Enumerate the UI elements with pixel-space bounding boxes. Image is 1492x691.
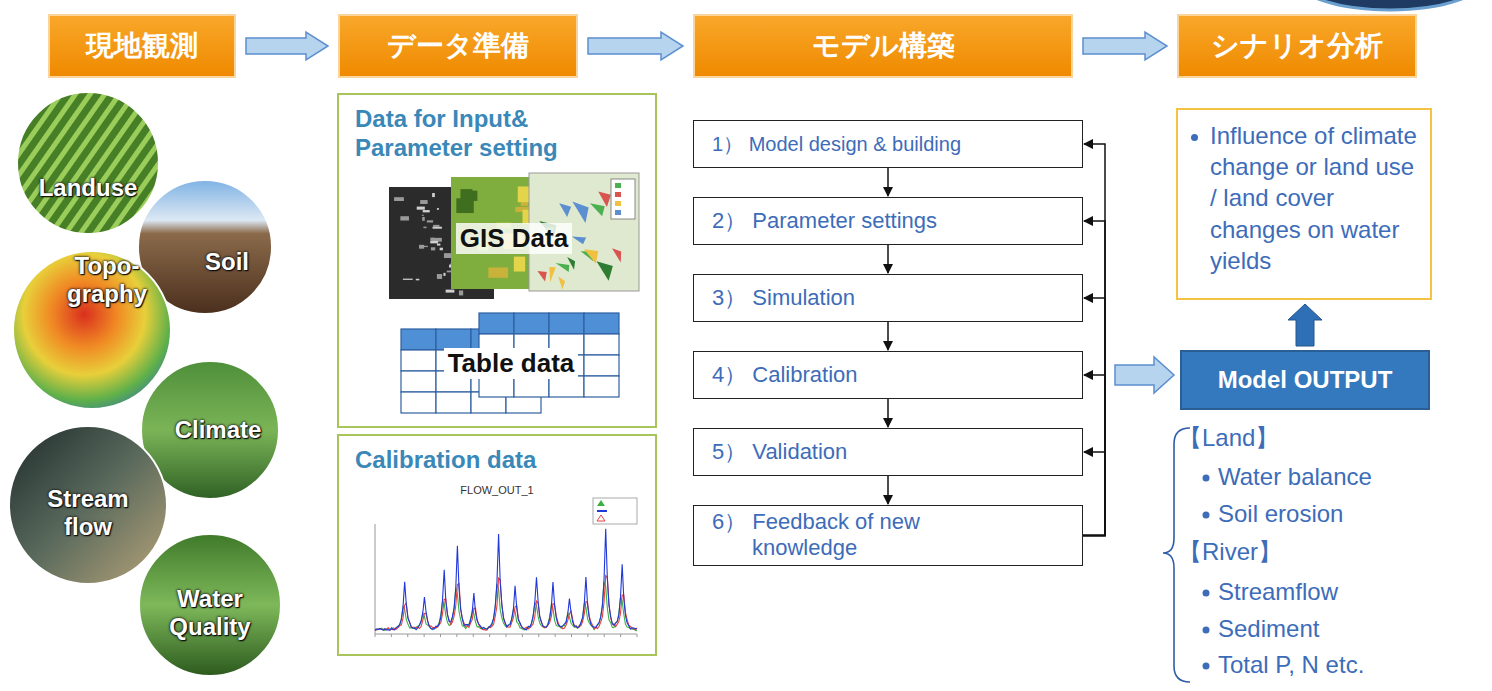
process-step-box: 3） Simulation: [693, 274, 1083, 322]
process-step-box-text: 5） Validation: [712, 439, 847, 465]
gis-data-image-text: GIS Data: [456, 223, 572, 254]
block-arrow: [588, 32, 683, 60]
process-step-box-text: 4） Calibration: [712, 362, 858, 388]
photo-circle-text: Topo- graphy: [62, 252, 152, 307]
data-panel: Data for Input& Parameter settingGIS Dat…: [337, 93, 657, 428]
gis-data-image: GIS Data: [389, 173, 639, 303]
photo-circle: Water Quality: [138, 533, 282, 677]
process-step-box-text: 2） Parameter settings: [712, 208, 937, 234]
stage-header: モデル構築: [693, 14, 1073, 78]
calibration-panel-text: Calibration data: [355, 446, 639, 475]
output-item-label: Sediment: [1218, 615, 1319, 644]
feedback-connector: [1083, 144, 1105, 535]
process-step-box: 6） Feedback of new knowledge: [693, 505, 1083, 566]
photo-circle: Stream flow: [8, 425, 168, 585]
photo-circle-text: Water Quality: [163, 585, 258, 640]
process-step-box-text: 3） Simulation: [712, 285, 855, 311]
stage-header-text: 現地観測: [86, 27, 198, 65]
flow-connector: [887, 399, 889, 427]
block-arrow: [1083, 32, 1167, 60]
photo-circle-text: Climate: [163, 416, 273, 444]
photo-circle: Topo- graphy: [12, 250, 172, 410]
output-item-label: Streamflow: [1218, 578, 1338, 607]
output-item-label: Total P, N etc.: [1218, 651, 1364, 680]
output-item-label: 【River】: [1178, 538, 1282, 567]
stage-header: データ準備: [338, 14, 578, 78]
block-arrow: [246, 32, 328, 60]
scenario-result-box: Influence of climate change or land use …: [1176, 108, 1432, 300]
feedback-connector: [1083, 221, 1105, 535]
flow-connector: [887, 245, 889, 273]
hydrograph-chart-text: FLOW_OUT_1: [460, 484, 533, 496]
corner-logo-ellipse: [1295, 0, 1485, 10]
bullet-dot: [1203, 475, 1210, 482]
flow-connector: [887, 476, 889, 504]
output-item-label: Soil erosion: [1218, 500, 1343, 529]
photo-circle-text: Soil: [187, 248, 267, 276]
feedback-connector: [1083, 375, 1105, 535]
photo-circle-text: Landuse: [28, 174, 148, 202]
bullet-dot: [1203, 590, 1210, 597]
flow-connector: [887, 322, 889, 350]
stage-header: 現地観測: [48, 14, 236, 78]
photo-circle-text: Stream flow: [41, 485, 136, 540]
bullet-dot: [1191, 134, 1198, 141]
process-step-box-text: 6） Feedback of new knowledge: [712, 509, 952, 562]
block-arrow: [1115, 357, 1174, 393]
bullet-dot: [1203, 663, 1210, 670]
photo-circle-shape: [16, 91, 160, 235]
table-data-image-text: Table data: [444, 348, 579, 379]
stage-header-text: データ準備: [387, 27, 529, 65]
bullet-dot: [1203, 627, 1210, 634]
output-box: Model OUTPUT: [1180, 350, 1430, 410]
output-item-label: 【Land】: [1178, 424, 1279, 453]
output-box-text: Model OUTPUT: [1218, 366, 1393, 394]
output-item-label: Water balance: [1218, 463, 1372, 492]
scenario-result-box-text: Influence of climate change or land use …: [1210, 120, 1420, 276]
bullet-dot: [1203, 512, 1210, 519]
stage-header-text: シナリオ分析: [1211, 27, 1383, 65]
table-data-image: Table data: [401, 313, 621, 413]
data-panel-text: Data for Input& Parameter setting: [355, 105, 625, 163]
process-step-box: 1） Model design & building: [693, 120, 1083, 168]
stage-header: シナリオ分析: [1177, 14, 1417, 78]
process-step-box: 2） Parameter settings: [693, 197, 1083, 245]
hydrograph-chart: FLOW_OUT_1: [351, 480, 643, 648]
calibration-panel: Calibration dataFLOW_OUT_1: [337, 434, 657, 656]
feedback-connector: [1083, 298, 1105, 535]
photo-circle: Landuse: [16, 91, 160, 235]
process-step-box-text: 1） Model design & building: [712, 132, 961, 156]
block-arrow: [1288, 304, 1322, 346]
flow-connector: [887, 168, 889, 196]
feedback-connector: [1083, 452, 1105, 535]
process-step-box: 4） Calibration: [693, 351, 1083, 399]
hydrograph-chart-art: [351, 480, 643, 648]
stage-header-text: モデル構築: [812, 27, 955, 65]
process-step-box: 5） Validation: [693, 428, 1083, 476]
